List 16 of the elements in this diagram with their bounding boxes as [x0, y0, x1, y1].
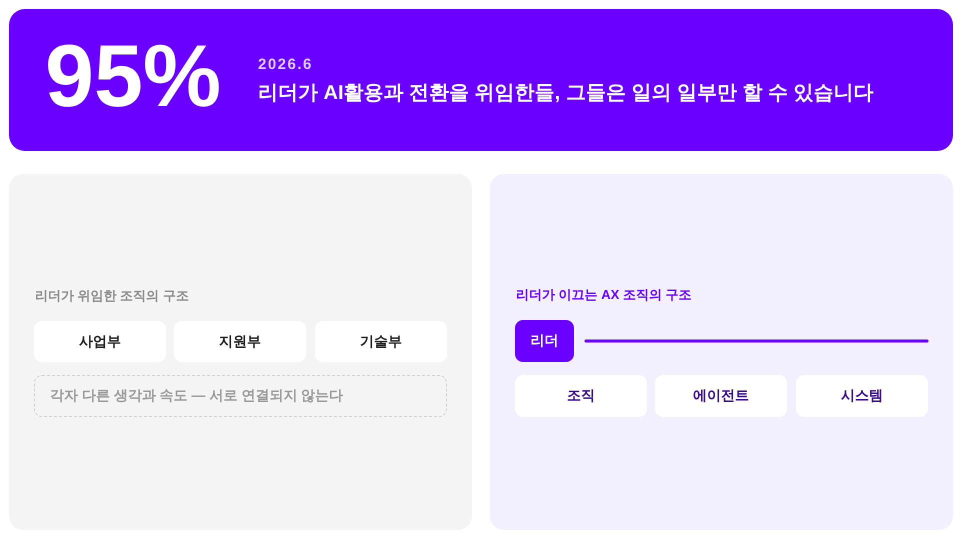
headline: 리더가 AI활용과 전환을 위임한들, 그들은 일의 일부만 할 수 있습니다	[258, 81, 874, 106]
big-number: 95%	[45, 32, 222, 120]
component-box: 조직	[515, 375, 647, 417]
hero-banner	[9, 9, 953, 151]
panel	[9, 174, 472, 530]
component-box: 에이전트	[655, 375, 787, 417]
panel-heading: 리더가 이끄는 AX 조직의 구조	[516, 287, 692, 303]
dashed-note-box: 각자 다른 생각과 속도 — 서로 연결되지 않는다	[34, 375, 447, 417]
panel-heading: 리더가 위임한 조직의 구조	[35, 288, 189, 304]
component-box: 시스템	[796, 375, 928, 417]
leader-box: 리더	[515, 320, 574, 362]
division-box: 기술부	[315, 321, 447, 362]
source-date: 2026.6	[258, 57, 313, 72]
division-box: 지원부	[174, 321, 306, 362]
panel	[490, 174, 953, 530]
division-box: 사업부	[34, 321, 166, 362]
